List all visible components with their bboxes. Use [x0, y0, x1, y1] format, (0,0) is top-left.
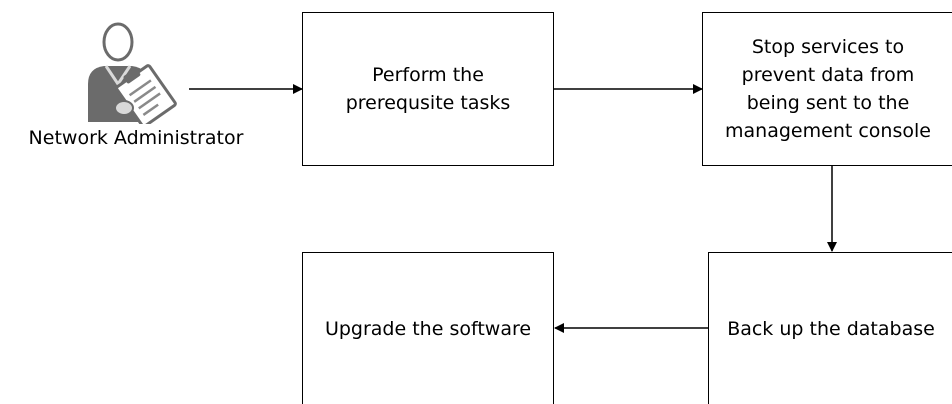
step-upgrade-software: Upgrade the software	[302, 252, 554, 404]
actor-label: Network Administrator	[28, 127, 244, 149]
step-prerequisites: Perform the prerequsite tasks	[302, 12, 554, 166]
step-backup-database: Back up the database	[708, 252, 952, 404]
step-stop-services: Stop services to prevent data from being…	[702, 12, 952, 166]
administrator-clipboard-icon	[80, 22, 184, 128]
